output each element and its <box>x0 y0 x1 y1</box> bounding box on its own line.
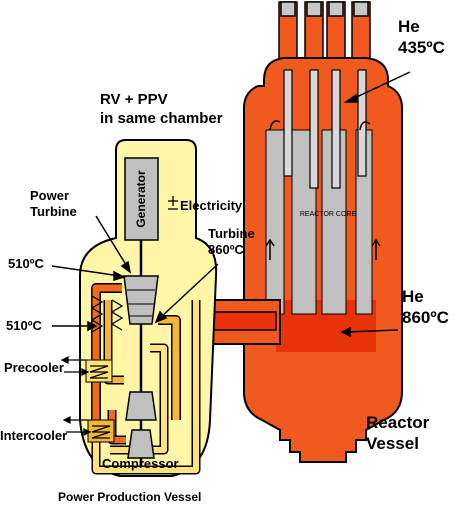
power-turbine <box>123 275 159 325</box>
power-production-vessel-label: Power Production Vessel <box>58 490 202 504</box>
control-rod-drives <box>278 1 371 71</box>
reactor-core-label: REACTOR CORE <box>300 211 357 218</box>
precooler-coil <box>85 359 113 383</box>
rv-ppv-label: RV + PPV in same chamber <box>100 91 223 127</box>
precooler-label: Precooler <box>4 360 64 375</box>
lp-compressor <box>125 391 157 421</box>
temp-510-upper-label: 510ºC <box>8 256 44 271</box>
temp-510-lower-label: 510ºC <box>6 318 42 333</box>
intercooler-coil <box>87 419 115 443</box>
reactor-vessel <box>243 1 403 463</box>
leader-lines <box>51 71 411 338</box>
core-flow-arrows <box>265 120 381 260</box>
compressor-label: Compressor <box>102 456 179 471</box>
intercooler-label: Intercooler <box>0 428 68 443</box>
he-mid-label: He 860ºC <box>402 287 449 327</box>
coolant-lines <box>60 356 92 436</box>
turbine-temp-label: Turbine 860ºC <box>208 226 255 257</box>
electricity-label: Electricity <box>180 198 243 213</box>
power-production-vessel <box>60 139 218 477</box>
electricity-terminal-icon <box>168 196 178 210</box>
recuperator-coils <box>90 295 124 333</box>
generator-box <box>124 157 159 241</box>
reactor-vessel-label: Reactor Vessel <box>366 413 430 453</box>
he-top-label: He 435ºC <box>398 17 445 57</box>
generator-label: Generator <box>134 170 148 228</box>
hp-compressor <box>127 429 155 459</box>
power-turbine-label: Power Turbine <box>30 188 77 219</box>
